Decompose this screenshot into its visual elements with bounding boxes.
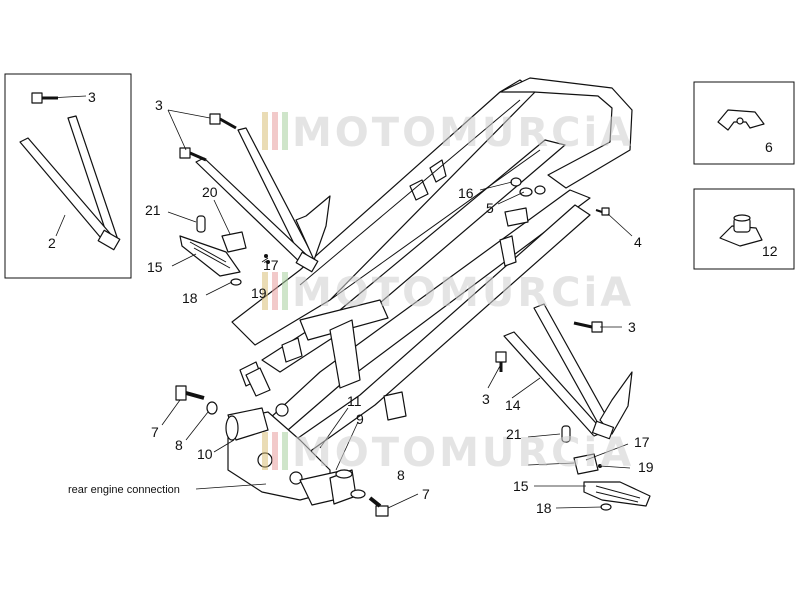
leader-lines [161, 109, 633, 509]
callout-5: 5 [486, 200, 494, 216]
callout-3: 3 [628, 319, 636, 335]
callout-21: 21 [145, 202, 161, 218]
left-footrest-strut [179, 113, 331, 273]
callout-14: 14 [505, 397, 521, 413]
strut-part [19, 115, 121, 251]
callout-20: 20 [202, 184, 218, 200]
rear-frame [227, 77, 633, 506]
callout-21: 21 [506, 426, 522, 442]
callout-17: 17 [634, 434, 650, 450]
callout-18: 18 [536, 500, 552, 516]
washer-5-icon [519, 185, 546, 197]
pin-icon [561, 425, 571, 443]
callout-2: 2 [48, 235, 56, 251]
callout-16: 16 [458, 185, 474, 201]
callout-9: 9 [356, 411, 364, 427]
callout-labels: 3 2 3 21 20 15 17 18 19 16 5 4 6 12 3 3 … [48, 89, 778, 516]
bolt-icon [495, 351, 507, 372]
callout-12: 12 [762, 243, 778, 259]
callout-17: 17 [263, 257, 279, 273]
spring-icon [573, 453, 599, 475]
callout-11: 11 [347, 393, 362, 409]
callout-6: 6 [765, 139, 773, 155]
callout-3: 3 [482, 391, 490, 407]
cage-nut-icon [719, 214, 763, 247]
detail-box-clip [693, 81, 795, 165]
bolt-7b-icon [368, 496, 389, 517]
nut-icon [275, 403, 289, 417]
watermark-top: MOTOMURCiA [262, 110, 634, 156]
watermark-text: MOTOMURCiA [292, 430, 634, 476]
callout-8: 8 [175, 437, 183, 453]
callout-18: 18 [182, 290, 198, 306]
callout-7: 7 [422, 486, 430, 502]
washer-8b-icon [350, 489, 366, 499]
callout-3: 3 [155, 97, 163, 113]
nut-16-icon [510, 177, 522, 187]
callout-3: 3 [88, 89, 96, 105]
callout-15: 15 [513, 478, 529, 494]
bolt-7a-icon [175, 385, 205, 401]
washer-8a-icon [206, 401, 218, 415]
bolt-icon [209, 113, 237, 130]
bolt-icon [573, 321, 603, 333]
callout-19: 19 [638, 459, 654, 475]
spring-icon [221, 231, 247, 253]
watermark-text: MOTOMURCiA [292, 270, 634, 316]
callout-15: 15 [147, 259, 163, 275]
rear-engine-connection-label: rear engine connection [68, 484, 180, 496]
bushing-9-icon [329, 469, 357, 505]
left-footrest [179, 215, 270, 286]
callout-7: 7 [151, 424, 159, 440]
clip-nut-icon [717, 109, 765, 131]
detail-box-strut [4, 73, 132, 279]
callout-19: 19 [251, 285, 267, 301]
right-footrest-strut [495, 303, 633, 440]
callout-8: 8 [397, 467, 405, 483]
watermark-middle: MOTOMURCiA [262, 270, 634, 316]
detail-box-nut [693, 188, 795, 270]
callout-10: 10 [197, 446, 213, 462]
watermark-text: MOTOMURCiA [292, 110, 634, 156]
bolt-icon [179, 147, 207, 162]
callout-4: 4 [634, 234, 642, 250]
screw-4-icon [595, 207, 610, 216]
silent-block-10-icon [225, 407, 269, 441]
pin-icon [196, 215, 206, 233]
watermark-bottom: MOTOMURCiA [262, 430, 634, 476]
